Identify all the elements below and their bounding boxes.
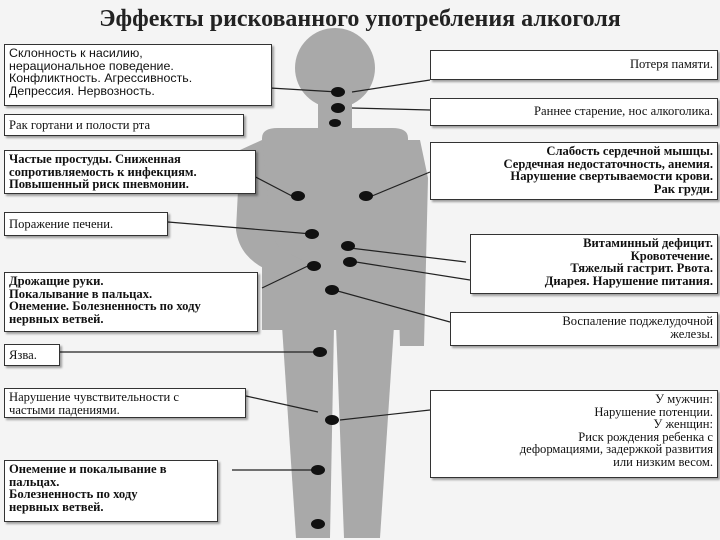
connector-lines <box>60 79 471 471</box>
box-hands: Дрожащие руки. Покалывание в пальцах. Он… <box>4 272 258 332</box>
dot-reproductive <box>325 415 339 425</box>
dot-hand <box>307 261 321 271</box>
dot-brain <box>331 87 345 97</box>
organ-dots <box>291 87 373 529</box>
box-liver: Поражение печени. <box>4 212 168 236</box>
box-reproductive: У мужчин: Нарушение потенции. У женщин: … <box>430 390 718 478</box>
box-sensitivity: Нарушение чувствительности с частыми пад… <box>4 388 246 418</box>
dot-ulcer <box>313 347 327 357</box>
box-vitamins: Витаминный дефицит. Кровотечение. Тяжелы… <box>470 234 718 294</box>
page-title: Эффекты рискованного употребления алкого… <box>99 6 621 32</box>
box-pancreas: Воспаление поджелудочной железы. <box>450 312 718 346</box>
dot-knee <box>311 465 325 475</box>
dot-heart <box>359 191 373 201</box>
box-numbness: Онемение и покалывание в пальцах. Болезн… <box>4 460 218 522</box>
box-aging: Раннее старение, нос алкоголика. <box>430 98 718 126</box>
dot-liver <box>305 229 319 239</box>
dot-throat <box>329 119 341 127</box>
dot-nose <box>331 103 345 113</box>
box-ulcer: Язва. <box>4 344 60 366</box>
dot-foot <box>311 519 325 529</box>
box-colds: Частые простуды. Сниженная сопротивляемо… <box>4 150 256 194</box>
dot-lungs <box>291 191 305 201</box>
dot-stomach <box>341 241 355 251</box>
box-larynx: Рак гортани и полости рта <box>4 114 244 136</box>
dot-intestine <box>343 257 357 267</box>
box-heart: Слабость сердечной мышцы. Сердечная недо… <box>430 142 718 200</box>
dot-pancreas <box>325 285 339 295</box>
box-violence: Склонность к насилию, нерациональное пов… <box>4 44 272 106</box>
box-memory: Потеря памяти. <box>430 50 718 80</box>
